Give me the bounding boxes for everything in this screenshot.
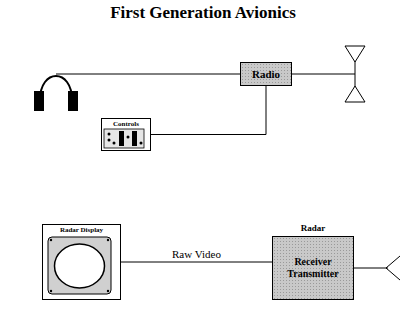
transceiver-box: Receiver Transmitter <box>272 236 354 300</box>
switch <box>132 131 137 146</box>
screw <box>107 290 109 292</box>
headphones-icon <box>35 76 77 110</box>
panel-label: Controls <box>102 119 150 128</box>
screw <box>50 290 52 292</box>
screw <box>107 239 109 241</box>
antenna-wire <box>292 74 355 75</box>
controls-panel: Controls <box>101 118 151 151</box>
signal-label: Raw Video <box>170 248 223 260</box>
switch <box>119 131 124 146</box>
box-label: Radio <box>252 68 280 80</box>
knob <box>140 142 143 145</box>
antenna-element <box>345 46 365 62</box>
radar-antenna-wire <box>350 268 388 269</box>
diagram-title: First Generation Avionics <box>0 3 406 23</box>
panel-face <box>104 129 144 148</box>
radio-box: Radio <box>240 62 292 86</box>
knob <box>108 133 111 136</box>
display-drawing <box>43 225 118 301</box>
signal-line <box>121 262 272 263</box>
knob <box>108 139 111 142</box>
signal-line <box>151 86 266 135</box>
headphone-wire <box>56 74 240 75</box>
knob <box>127 136 130 139</box>
knob <box>113 142 116 145</box>
screw <box>50 239 52 241</box>
antenna-element <box>345 86 365 102</box>
box-label: Receiver Transmitter <box>273 256 353 280</box>
radar-display: Radar Display <box>42 224 121 300</box>
radar-unit: RadarReceiver Transmitter <box>272 222 354 300</box>
display-screen <box>55 244 105 288</box>
display-bezel <box>48 237 111 294</box>
radar-antenna <box>386 256 400 280</box>
panel-label: Radar Display <box>43 225 120 234</box>
unit-heading: Radar <box>272 222 354 236</box>
